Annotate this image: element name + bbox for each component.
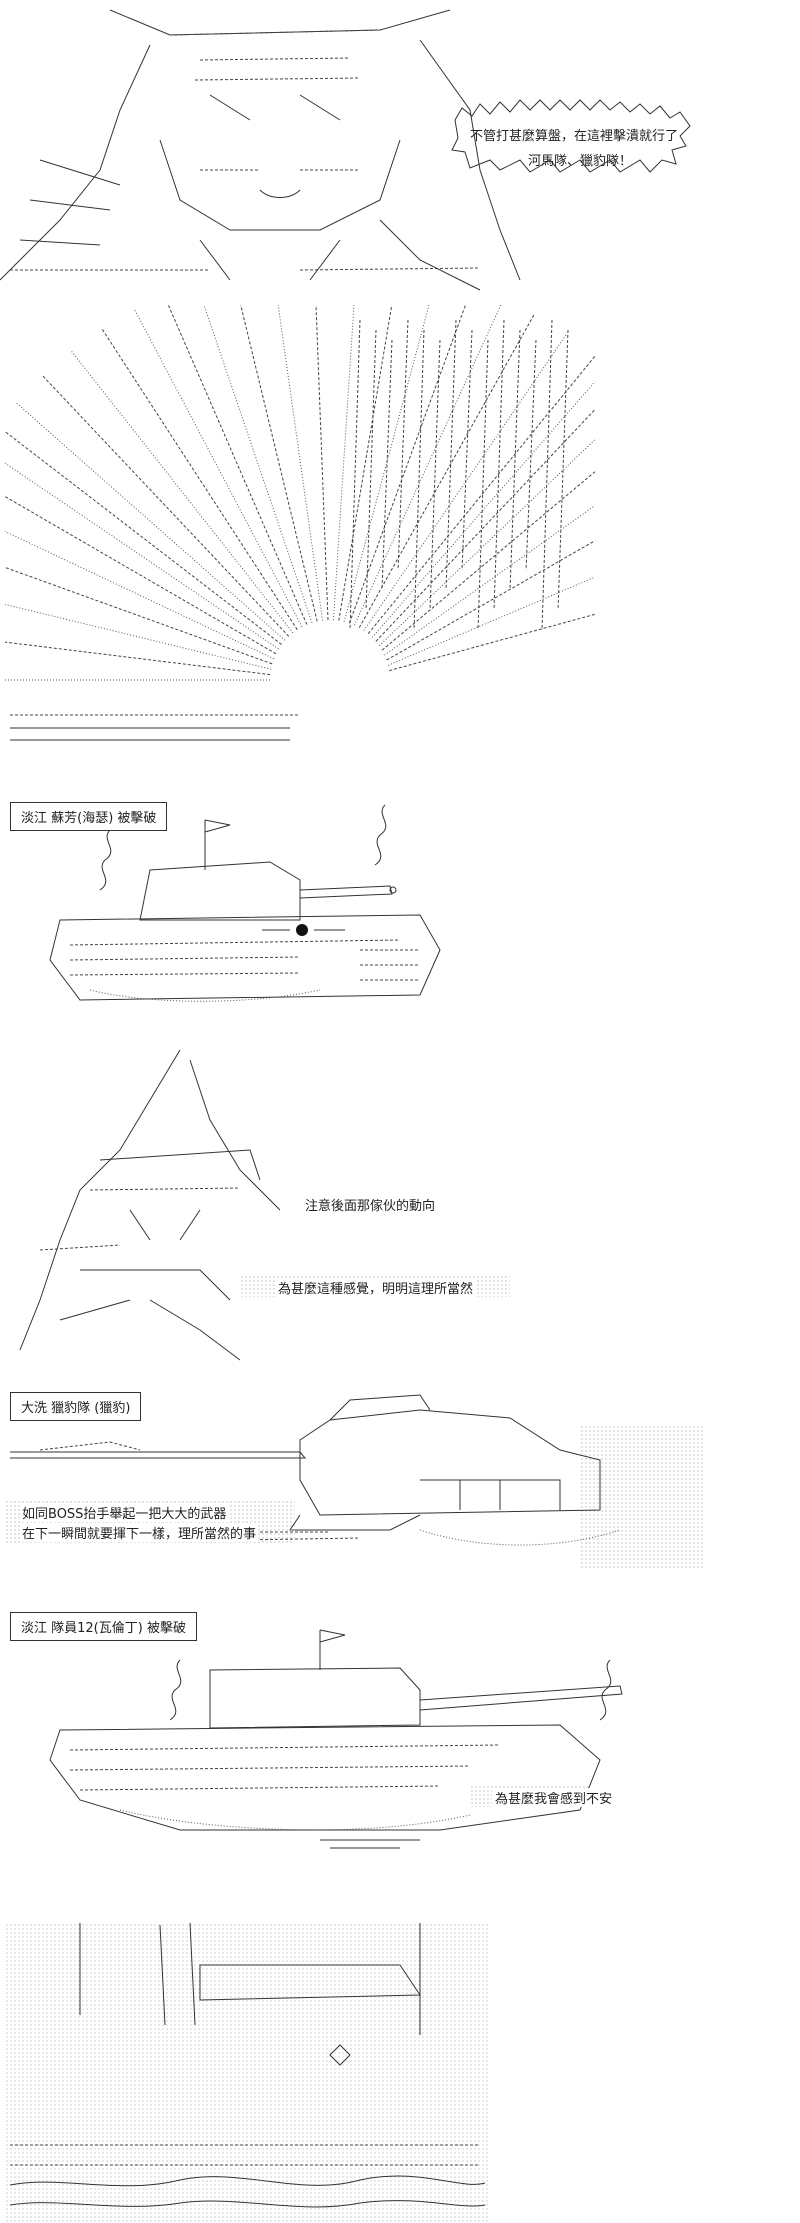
panel-tank-destroyed-2: 淡江 隊員12(瓦倫丁) 被擊破 為甚麼我會感到不安	[0, 1600, 800, 1900]
caption-box: 淡江 隊員12(瓦倫丁) 被擊破	[10, 1612, 197, 1641]
panel-tank-destroyed-1: 淡江 蘇芳(海瑟) 被擊破	[0, 790, 800, 1030]
explosion-ray	[343, 304, 430, 622]
explosion-ray	[338, 304, 393, 621]
explosion-streak	[477, 339, 489, 631]
tank-destroyer-art	[10, 1394, 621, 1546]
speech-line-2: 河馬隊、獵豹隊！	[528, 154, 633, 169]
speech-bubble-shape	[451, 99, 691, 173]
explosion-ray	[70, 349, 294, 634]
explosion-ray	[384, 505, 596, 656]
explosion-ray	[388, 576, 596, 666]
ground-texture	[5, 1923, 490, 2223]
explosion-ray	[386, 540, 596, 661]
explosion-ray	[4, 530, 275, 660]
explosion-ray	[4, 496, 277, 655]
explosion-ray	[4, 641, 271, 676]
explosion-ray	[375, 409, 596, 642]
explosion-streak	[525, 339, 537, 571]
explosion-ray	[389, 613, 596, 672]
explosion-ray	[277, 304, 324, 621]
explosion-ray	[240, 304, 318, 622]
hit-mark-icon	[296, 924, 308, 936]
explosion-ray	[4, 566, 273, 665]
narration-line-2: 在下一瞬間就要揮下一樣，理所當然的事	[20, 1523, 259, 1542]
explosion-ray	[353, 304, 502, 626]
speech-line-1: 不管打甚麼算盤，在這裡擊潰就行了	[470, 129, 679, 144]
explosion-ray	[41, 374, 290, 637]
narration-line-1: 如同BOSS抬手舉起一把大大的武器	[20, 1503, 229, 1522]
thought-line-1: 注意後面那傢伙的動向	[305, 1199, 436, 1214]
explosion-streak	[413, 329, 425, 631]
explosion-streak	[397, 319, 409, 571]
character-group-art	[0, 9, 521, 291]
explosion-streak	[349, 319, 361, 631]
caption-box: 大洗 獵豹隊 (獵豹)	[10, 1392, 142, 1421]
character-art	[19, 1049, 281, 1361]
explosion-ray	[4, 462, 279, 650]
explosion-ray	[381, 471, 596, 651]
caption-box: 淡江 蘇芳(海瑟) 被擊破	[10, 802, 168, 831]
panel-battlefield	[0, 1905, 800, 2223]
panel-confrontation: 不管打甚麼算盤，在這裡擊潰就行了 河馬隊、獵豹隊！	[0, 0, 800, 300]
panel-character-thinking: 注意後面那傢伙的動向 為甚麼這種感覺，明明這理所當然	[0, 1040, 800, 1370]
background-pattern	[580, 1425, 705, 1570]
explosion-streak	[461, 329, 473, 571]
explosion-ray	[348, 304, 466, 624]
explosion-streak	[365, 329, 377, 611]
explosion-streak	[381, 339, 393, 591]
tank-art	[49, 804, 441, 1002]
explosion-streak	[509, 329, 521, 591]
explosion-streak	[493, 319, 505, 611]
explosion-streak	[429, 339, 441, 611]
explosion-ray	[358, 313, 536, 628]
explosion-ray	[100, 327, 298, 630]
explosion-ray	[315, 304, 329, 621]
explosion-streak	[445, 319, 457, 591]
explosion-ray	[4, 431, 282, 645]
explosion-ray	[371, 381, 596, 638]
thought-line: 為甚麼我會感到不安	[492, 1788, 616, 1807]
explosion-streak	[557, 329, 569, 611]
explosion-ray	[167, 304, 308, 625]
explosion-ray	[332, 304, 355, 621]
explosion-ray	[4, 603, 272, 670]
explosion-ray	[14, 401, 286, 641]
panel-tank-destroyer: 大洗 獵豹隊 (獵豹) 如同BOSS抬手舉起一把大大的武器 在下一瞬間就要揮下一…	[0, 1380, 800, 1580]
explosion-rays-art	[4, 304, 596, 741]
thought-line-2: 為甚麼這種感覺，明明這理所當然	[275, 1278, 477, 1297]
explosion-ray	[203, 304, 313, 623]
explosion-ray	[367, 355, 596, 635]
explosion-streak	[541, 319, 553, 631]
explosion-ray	[133, 308, 303, 628]
tank-art	[49, 1629, 623, 1849]
battlefield-art	[9, 1922, 486, 2208]
panel-explosion	[0, 300, 800, 770]
